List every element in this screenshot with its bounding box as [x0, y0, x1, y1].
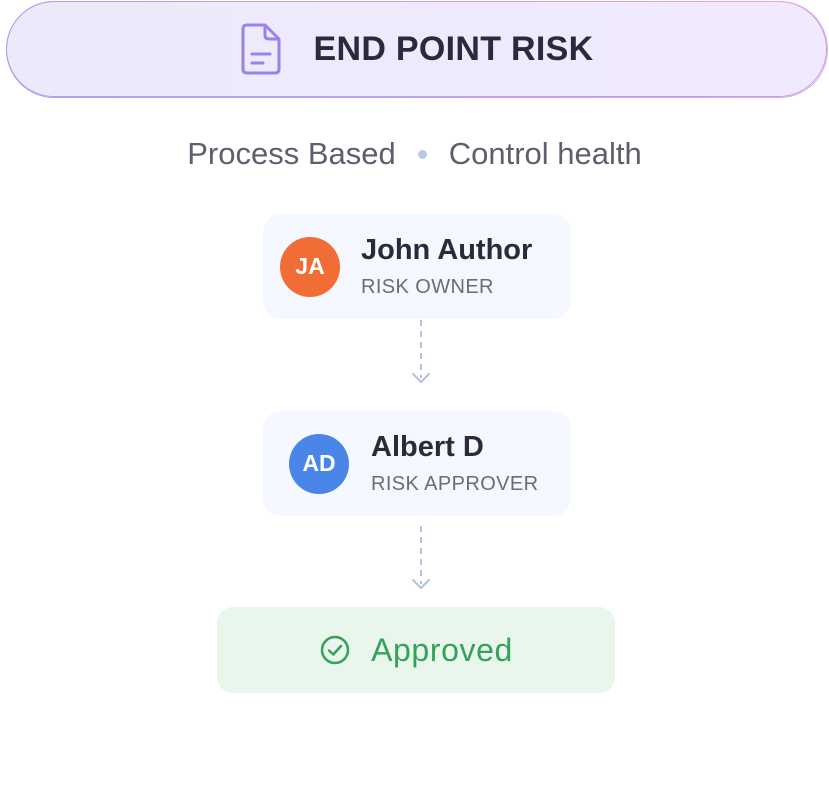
risk-approver-card[interactable]: AD Albert D RISK APPROVER [263, 411, 571, 516]
process-type-label: Process Based [187, 136, 396, 171]
person-name: Albert D [371, 431, 484, 463]
approval-status-badge: Approved [217, 607, 615, 693]
risk-owner-card[interactable]: JA John Author RISK OWNER [263, 214, 571, 319]
subtitle: Process Based Control health [0, 136, 829, 172]
avatar: JA [280, 236, 340, 297]
person-role: RISK APPROVER [371, 473, 539, 495]
status-label: Approved [371, 631, 513, 668]
person-name: John Author [361, 234, 533, 266]
header-banner: END POINT RISK [6, 1, 827, 97]
arrow-down-icon [412, 320, 430, 383]
check-circle-icon [319, 634, 351, 666]
separator-dot [417, 149, 427, 159]
page-title: END POINT RISK [313, 29, 594, 68]
document-icon [239, 22, 283, 76]
arrow-down-icon [412, 526, 430, 589]
control-health-label: Control health [448, 136, 642, 171]
person-role: RISK OWNER [361, 276, 494, 298]
avatar: AD [289, 433, 349, 494]
